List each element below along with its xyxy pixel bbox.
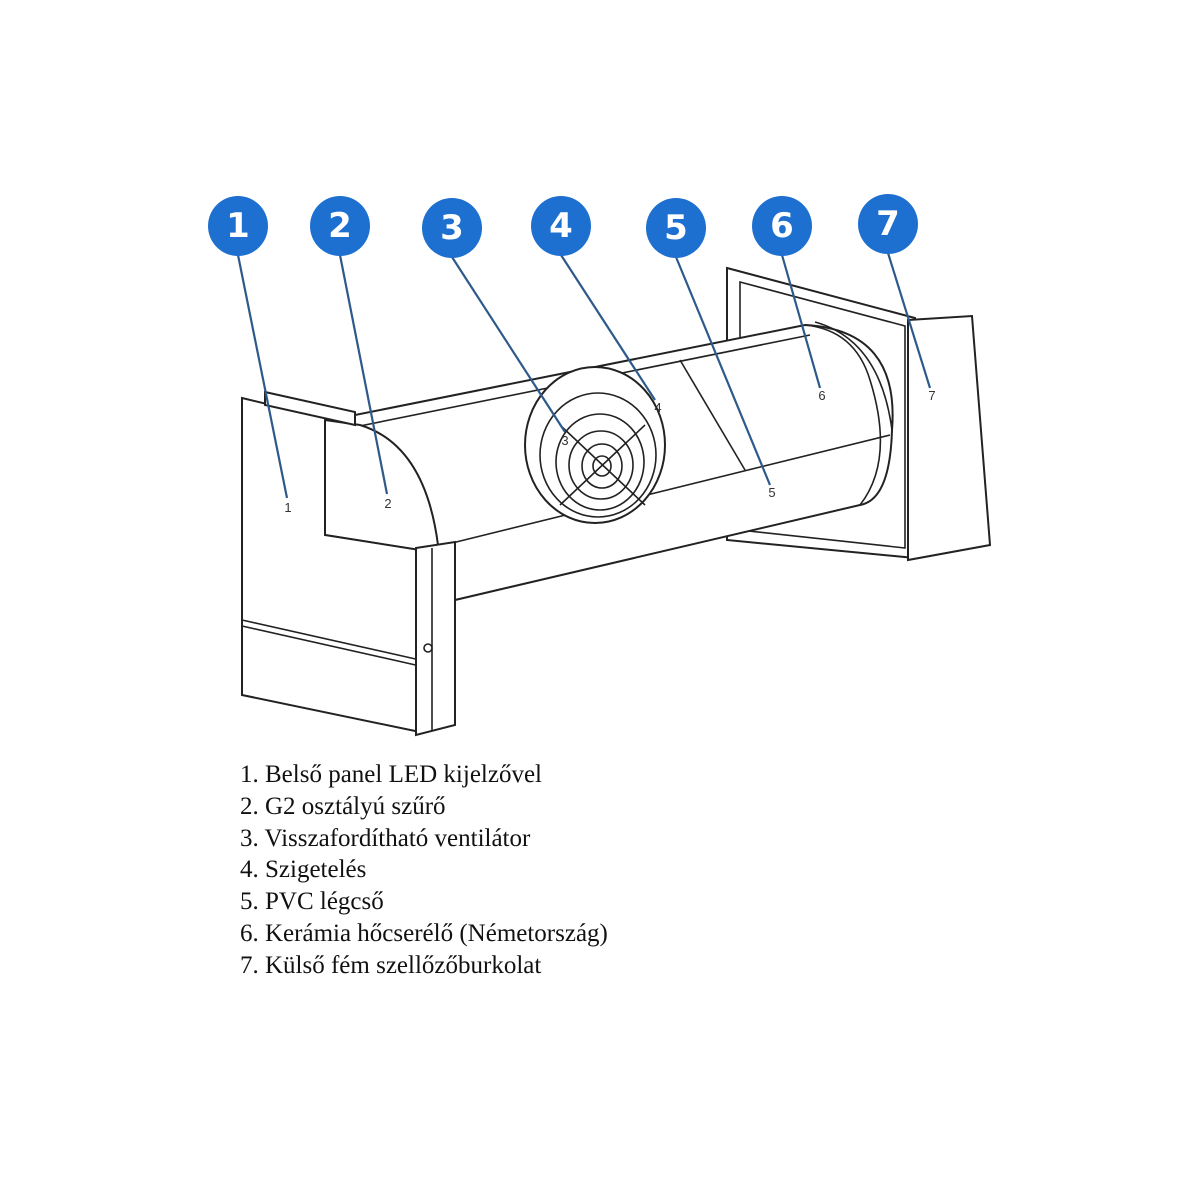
svg-text:1: 1	[226, 206, 250, 246]
badge-3: 3	[422, 198, 482, 258]
svg-text:2: 2	[384, 496, 391, 511]
legend-item: 5. PVC légcső	[240, 888, 384, 916]
svg-text:2: 2	[328, 206, 352, 246]
legend-item: 1. Belső panel LED kijelzővel	[240, 761, 543, 788]
svg-text:7: 7	[876, 204, 900, 244]
outer-metal-hood	[907, 314, 992, 562]
legend-item: 6. Kerámia hőcserélő (Németország)	[240, 919, 608, 947]
badge-7: 7	[858, 194, 918, 254]
legend-item: 4. Szigetelés	[240, 856, 367, 884]
inner-panel	[241, 390, 456, 737]
badge-2: 2	[310, 196, 370, 256]
svg-text:4: 4	[549, 206, 573, 246]
svg-text:4: 4	[654, 400, 661, 415]
parts-legend: 1. Belső panel LED kijelzővel 2. G2 oszt…	[240, 759, 608, 982]
legend-item: 7. Külső fém szellőzőburkolat	[240, 951, 542, 979]
svg-text:6: 6	[818, 388, 825, 403]
badge-4: 4	[531, 196, 591, 256]
badge-6: 6	[752, 196, 812, 256]
badge-1: 1	[208, 196, 268, 256]
svg-text:5: 5	[768, 485, 775, 500]
badge-5: 5	[646, 198, 706, 258]
svg-text:3: 3	[561, 433, 568, 448]
svg-text:6: 6	[770, 206, 794, 246]
svg-text:5: 5	[664, 208, 688, 248]
svg-text:7: 7	[928, 388, 935, 403]
legend-item: 2. G2 osztályú szűrő	[240, 792, 446, 820]
fan-grille	[524, 366, 666, 524]
part-numbers: 1 2 3 4 5 6 7	[284, 388, 935, 515]
legend-item: 3. Visszafordítható ventilátor	[240, 824, 531, 852]
svg-text:3: 3	[440, 208, 464, 248]
svg-text:1: 1	[284, 500, 291, 515]
leader-lines	[236, 252, 932, 499]
